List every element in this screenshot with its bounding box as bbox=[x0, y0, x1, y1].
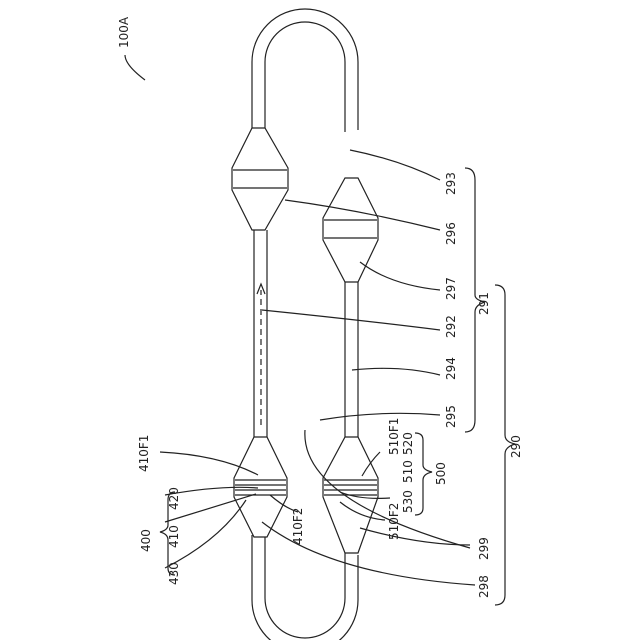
loop-tube-inner bbox=[265, 22, 345, 638]
label-292: 292 bbox=[444, 315, 458, 338]
label-299: 299 bbox=[477, 537, 491, 560]
label-291: 291 bbox=[477, 292, 491, 315]
label-520: 520 bbox=[401, 432, 415, 455]
label-410F1: 410F1 bbox=[137, 435, 151, 472]
label-296: 296 bbox=[444, 222, 458, 245]
label-290: 290 bbox=[509, 435, 523, 458]
label-420: 420 bbox=[167, 487, 181, 510]
label-500: 500 bbox=[434, 462, 448, 485]
label-510: 510 bbox=[401, 460, 415, 483]
label-297: 297 bbox=[444, 277, 458, 300]
module-296-297 bbox=[323, 178, 378, 282]
label-530: 530 bbox=[401, 490, 415, 513]
upper-left-module bbox=[232, 128, 288, 230]
label-410F2: 410F2 bbox=[291, 508, 305, 545]
label-430: 430 bbox=[167, 562, 181, 585]
label-295: 295 bbox=[444, 405, 458, 428]
ref-label-100A: 100A bbox=[117, 16, 131, 48]
label-510F1: 510F1 bbox=[387, 418, 401, 455]
label-293: 293 bbox=[444, 172, 458, 195]
label-510F2: 510F2 bbox=[387, 503, 401, 540]
label-400: 400 bbox=[139, 529, 153, 552]
label-294: 294 bbox=[444, 357, 458, 380]
label-410: 410 bbox=[167, 525, 181, 548]
label-298: 298 bbox=[477, 575, 491, 598]
